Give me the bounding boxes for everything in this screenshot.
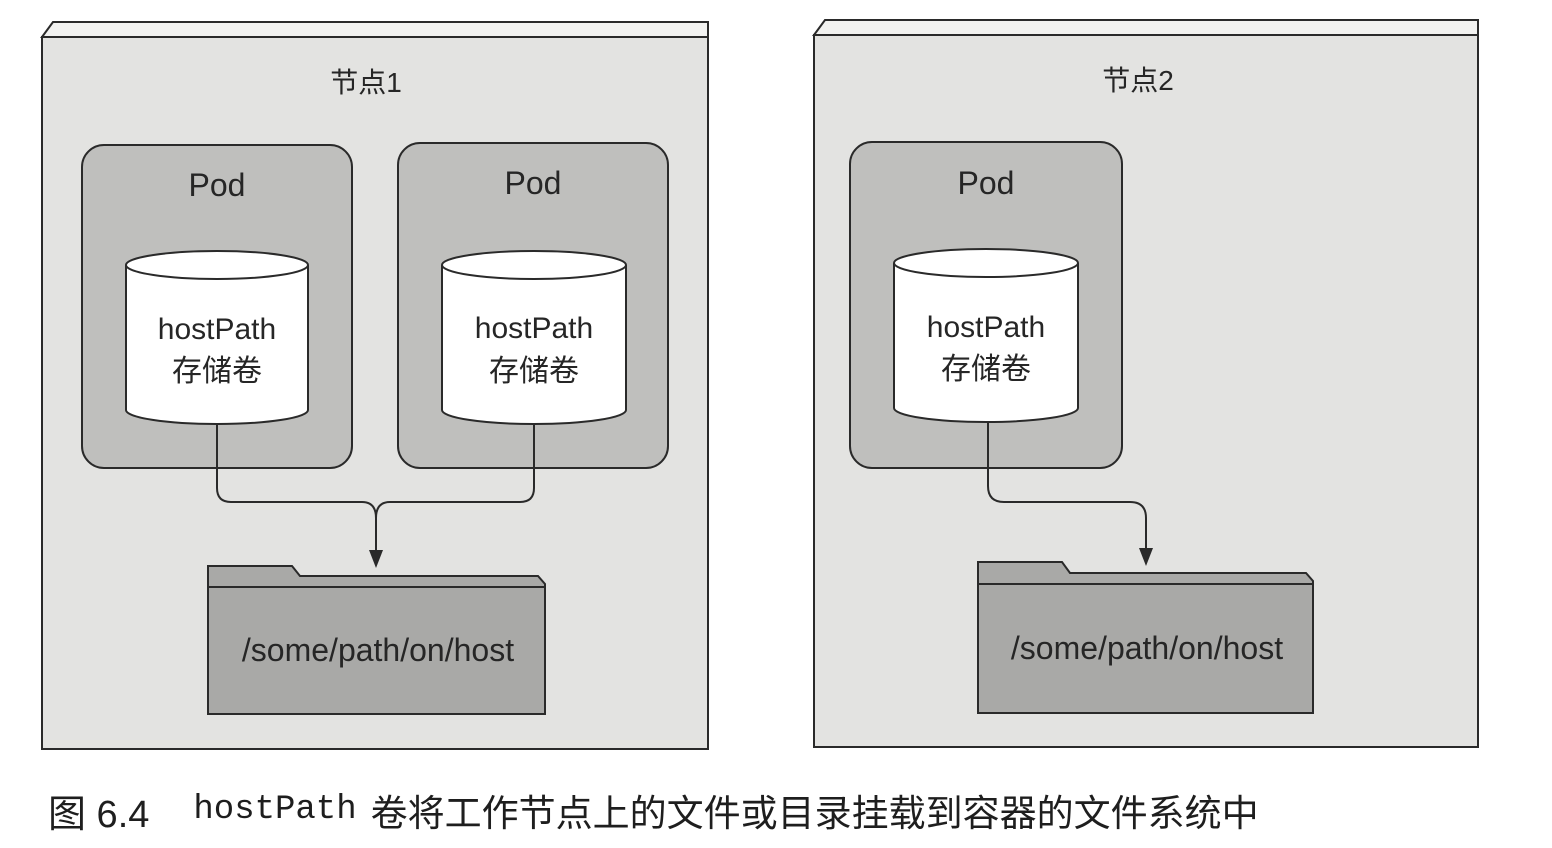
node-1-host-folder: /some/path/on/host: [207, 565, 546, 715]
hostpath-volume-cylinder: hostPath 存储卷: [893, 248, 1079, 423]
node-1-pod-2: Pod hostPath 存储卷: [397, 142, 669, 469]
node-1: 节点1 Pod hostPath 存储卷 Pod hostPath 存储卷: [40, 21, 709, 750]
mount-arrowhead: [1139, 548, 1153, 566]
volume-type-label: hostPath: [158, 313, 276, 346]
node-2-title: 节点2: [1102, 65, 1174, 96]
pod-title: Pod: [189, 167, 246, 203]
cylinder-top: [441, 250, 627, 280]
cylinder-body: [441, 265, 627, 425]
mount-connector-left: [216, 424, 377, 552]
node-1-title: 节点1: [330, 67, 402, 98]
node-2-host-folder: /some/path/on/host: [977, 561, 1314, 714]
hostpath-volume-cylinder: hostPath 存储卷: [441, 250, 627, 425]
caption-text: 卷将工作节点上的文件或目录挂载到容器的文件系统中: [370, 792, 1259, 835]
node-2: 节点2 Pod hostPath 存储卷 /some/path/on/host: [812, 19, 1479, 748]
mount-connector: [987, 422, 1147, 550]
node-1-top-edge: [40, 21, 709, 38]
cylinder-body: [893, 263, 1079, 423]
node-2-pod-1: Pod hostPath 存储卷: [849, 141, 1123, 469]
cylinder-top: [125, 250, 309, 280]
node-1-pod-1: Pod hostPath 存储卷: [81, 144, 353, 469]
mount-arrowhead: [369, 550, 383, 568]
volume-name-label: 存储卷: [489, 355, 579, 388]
host-path-label: /some/path/on/host: [242, 632, 514, 668]
volume-name-label: 存储卷: [172, 355, 262, 388]
hostpath-volume-cylinder: hostPath 存储卷: [125, 250, 309, 425]
volume-name-label: 存储卷: [941, 353, 1031, 386]
folder-icon: [207, 565, 546, 715]
figure-number: 图 6.4: [48, 793, 150, 836]
volume-type-label: hostPath: [927, 311, 1045, 344]
mount-connector-right: [375, 424, 535, 519]
folder-icon: [977, 561, 1314, 714]
caption-code-term: hostPath: [193, 791, 357, 829]
host-path-label: /some/path/on/host: [1011, 630, 1283, 666]
cylinder-top: [893, 248, 1079, 278]
pod-title: Pod: [505, 165, 562, 201]
pod-title: Pod: [958, 165, 1015, 201]
node-2-top-edge: [812, 19, 1479, 36]
volume-type-label: hostPath: [475, 312, 593, 345]
figure-caption: 图 6.4 hostPath 卷将工作节点上的文件或目录挂载到容器的文件系统中: [48, 782, 1259, 838]
